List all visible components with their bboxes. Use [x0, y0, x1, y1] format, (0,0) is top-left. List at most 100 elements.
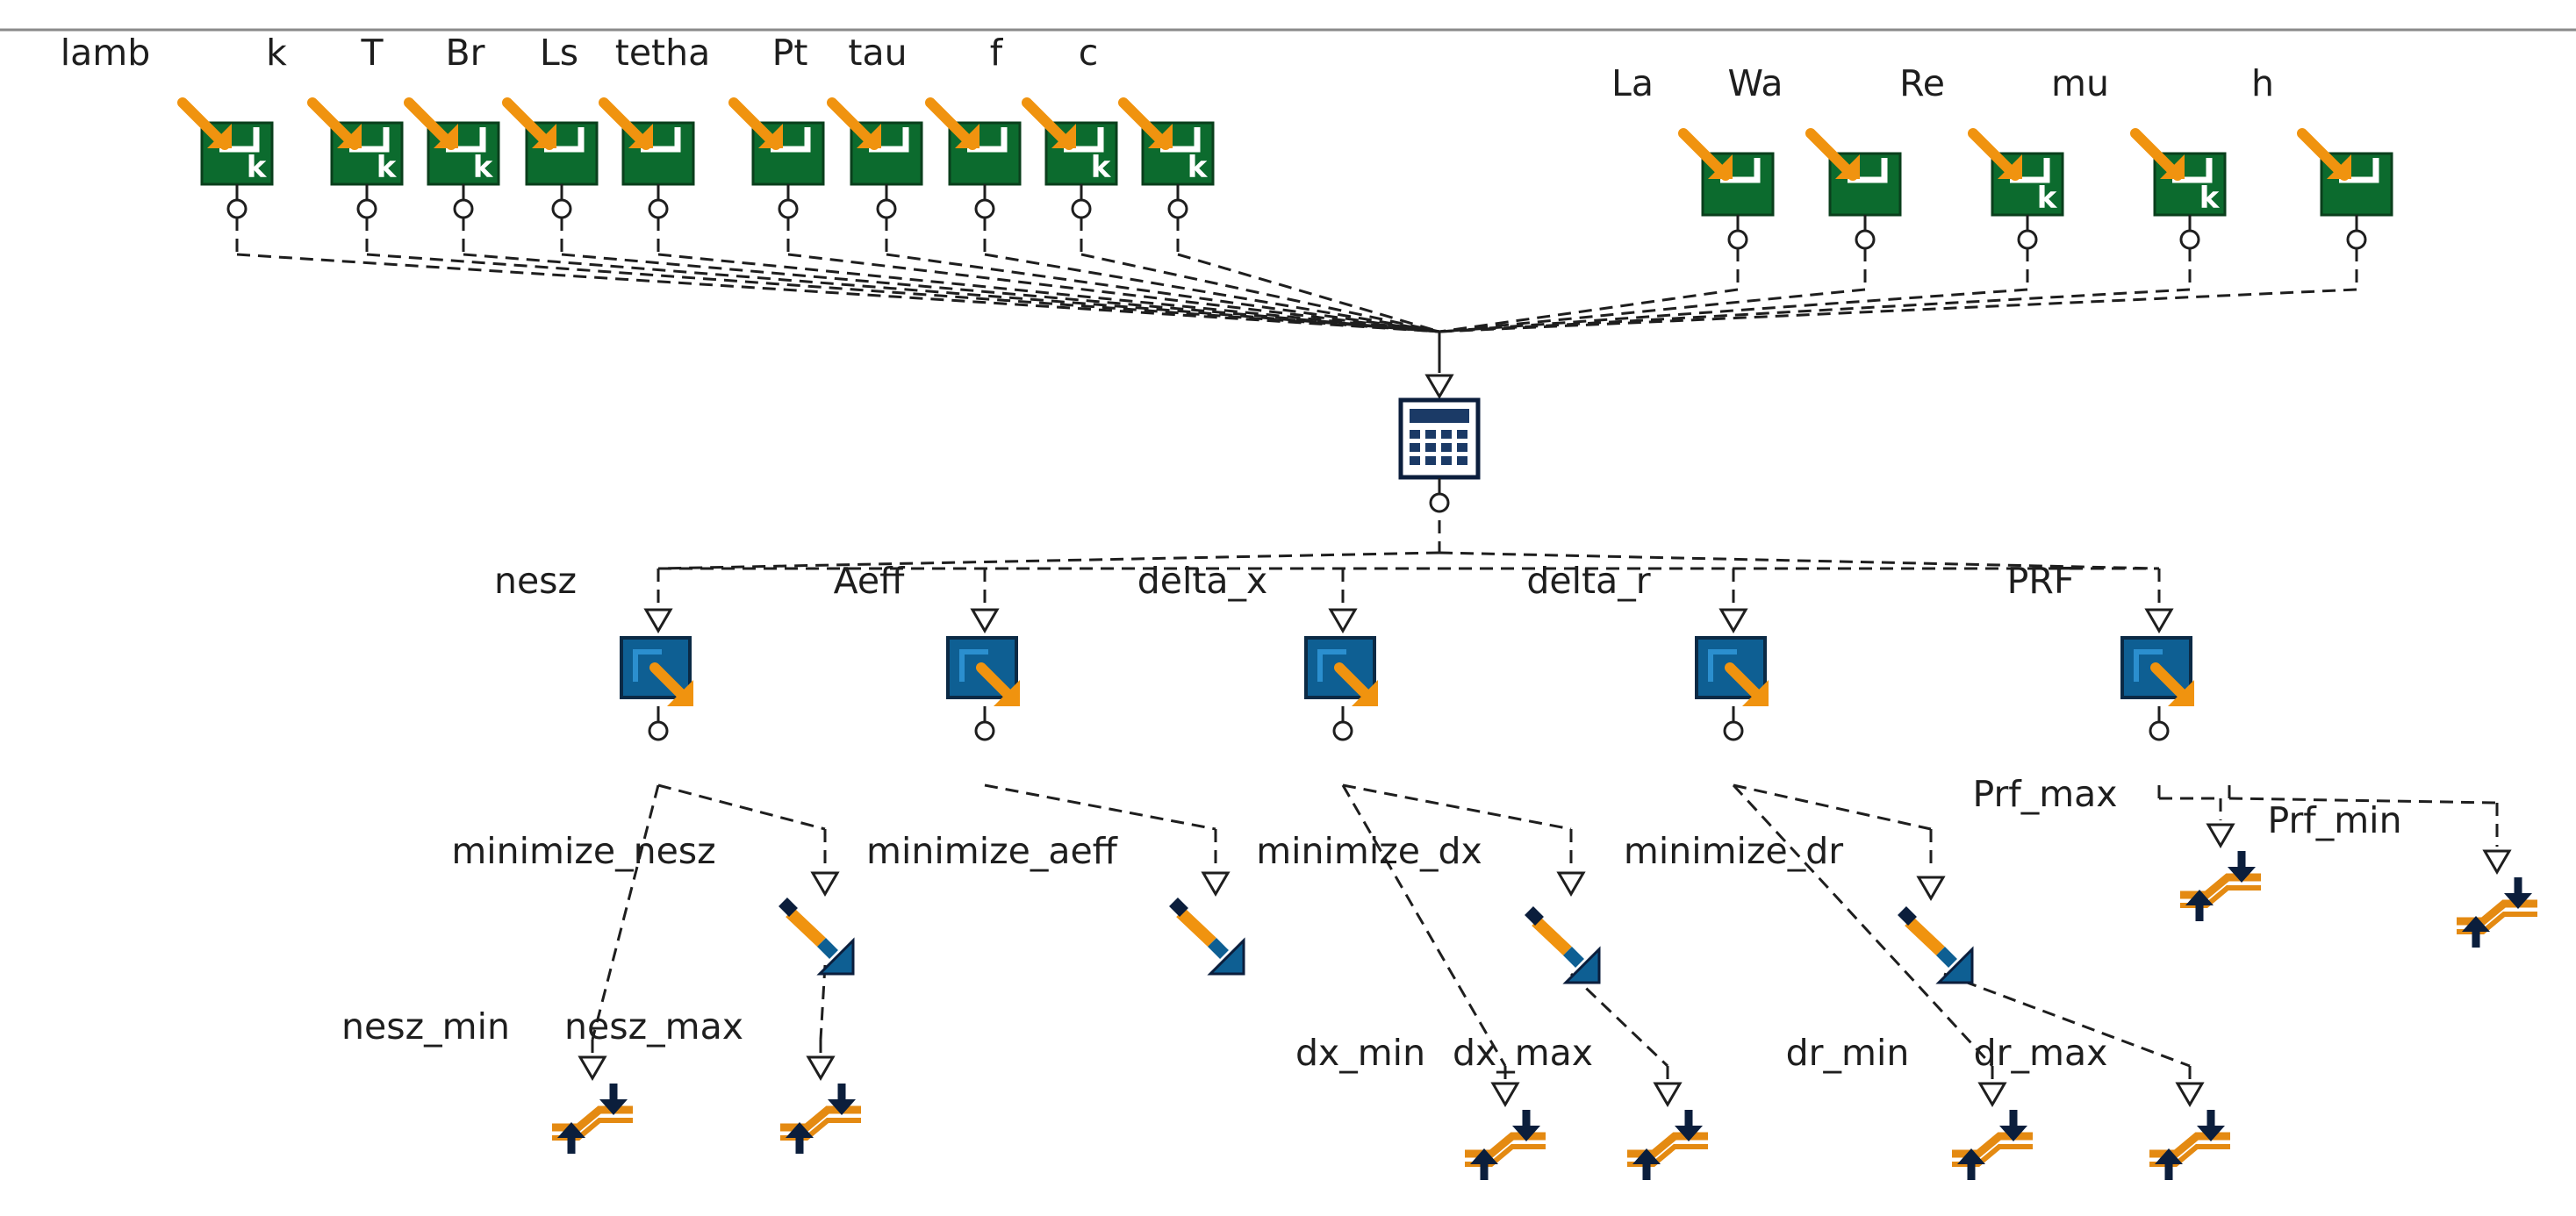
- calculator-key: [1425, 443, 1436, 452]
- input-node-c[interactable]: k: [1118, 97, 1215, 186]
- objective-node-minimize_dx[interactable]: [1525, 906, 1601, 984]
- calculator-icon[interactable]: [1398, 397, 1481, 480]
- output-port-icon: [648, 720, 669, 741]
- input-arrow-head: [955, 124, 979, 148]
- input-node-k[interactable]: k: [307, 97, 404, 186]
- input-port-icon: [1556, 871, 1586, 897]
- down-arrow-head: [2228, 867, 2256, 883]
- constant-k-glyph: k: [377, 150, 398, 185]
- input-label-k: k: [266, 32, 287, 74]
- calculator-key: [1410, 430, 1420, 439]
- constraint-label-nesz_min: nesz_min: [341, 1005, 510, 1048]
- input-arrow-head: [1998, 154, 2022, 179]
- output-arrow-head: [1352, 680, 1378, 706]
- input-node-Br[interactable]: [502, 97, 599, 186]
- parameter-corner: [1720, 158, 1761, 183]
- objective-node-minimize_aeff[interactable]: [1169, 898, 1245, 976]
- constant-k-glyph: k: [1188, 150, 1209, 185]
- constraint-node-Prf_max[interactable]: [2180, 851, 2261, 921]
- down-arrow-head: [2504, 893, 2532, 909]
- input-node-Wa[interactable]: [1805, 128, 1902, 217]
- constraint-node-Prf_min[interactable]: [2457, 877, 2537, 948]
- constraint-node-dr_max[interactable]: [2149, 1110, 2230, 1180]
- constraint-node-dx_min[interactable]: [1465, 1110, 1546, 1180]
- input-node-Pt[interactable]: [827, 97, 923, 186]
- down-arrow-head: [2197, 1126, 2225, 1141]
- input-arrow-head: [628, 124, 653, 148]
- down-arrow-head: [1999, 1126, 2027, 1141]
- constant-k-glyph: k: [1091, 150, 1112, 185]
- objective-arrow-shaft: [1563, 947, 1584, 968]
- input-label-Pt: Pt: [771, 32, 808, 74]
- objective-arrow-head: [1935, 946, 1974, 984]
- input-label-mu: mu: [2051, 62, 2109, 104]
- output-node-nesz[interactable]: [620, 636, 693, 706]
- constraint-node-dr_min[interactable]: [1952, 1110, 2033, 1180]
- dashed-connector: [1732, 783, 1994, 1068]
- parameter-corner: [446, 127, 486, 153]
- input-node-h[interactable]: [2297, 128, 2393, 217]
- dashed-connector: [819, 964, 827, 1041]
- up-arrow-head: [2462, 916, 2490, 932]
- parameter-corner: [967, 127, 1008, 153]
- input-node-T[interactable]: k: [404, 97, 500, 186]
- output-arrow-shaft: [1725, 662, 1763, 701]
- input-arrow-head: [1051, 124, 1076, 148]
- output-node-delta_x[interactable]: [1304, 636, 1378, 706]
- input-node-La[interactable]: [1678, 128, 1775, 217]
- objective-bar-cap: [1169, 898, 1188, 917]
- calculator-key: [1410, 443, 1420, 452]
- dashed-connector: [591, 784, 660, 1041]
- input-arrow-head: [207, 124, 232, 148]
- objective-label-minimize_nesz: minimize_nesz: [451, 830, 716, 872]
- output-node-delta_r[interactable]: [1695, 636, 1769, 706]
- calculator-display: [1410, 409, 1469, 423]
- parameter-corner: [869, 127, 909, 153]
- up-arrow-head: [786, 1122, 814, 1138]
- input-arrow-head: [1708, 154, 1733, 179]
- dashed-connector: [984, 783, 1216, 831]
- input-node-tau[interactable]: [925, 97, 1022, 186]
- response-corner: [1317, 649, 1346, 682]
- input-port-icon: [2206, 823, 2235, 848]
- objective-node-minimize_nesz[interactable]: [779, 898, 855, 976]
- objective-node-minimize_dr[interactable]: [1898, 906, 1974, 984]
- down-arrow-head: [828, 1099, 856, 1115]
- input-label-tau: tau: [848, 32, 908, 74]
- input-arrow-head: [337, 124, 362, 148]
- output-arrow-head: [1742, 680, 1769, 706]
- input-node-lamb[interactable]: k: [177, 97, 274, 186]
- up-arrow-head: [2185, 890, 2214, 905]
- constraint-node-dx_max[interactable]: [1627, 1110, 1708, 1180]
- input-port-icon: [2175, 1082, 2205, 1107]
- objective-label-minimize_dx: minimize_dx: [1256, 830, 1482, 872]
- input-arrow-head: [532, 124, 556, 148]
- output-node-PRF[interactable]: [2120, 636, 2194, 706]
- constant-k-glyph: k: [2037, 181, 2058, 216]
- input-node-mu[interactable]: k: [2130, 128, 2227, 217]
- input-node-tetha[interactable]: [728, 97, 825, 186]
- output-port-icon: [1727, 229, 1748, 250]
- constraint-node-nesz_min[interactable]: [552, 1084, 633, 1154]
- output-node-Aeff[interactable]: [946, 636, 1020, 706]
- input-port-icon: [1977, 1082, 2007, 1107]
- parameter-corner: [544, 127, 585, 153]
- input-node-f[interactable]: k: [1022, 97, 1118, 186]
- output-arrow-shaft: [2150, 662, 2189, 701]
- dashed-connector: [1439, 288, 1739, 333]
- input-port-icon: [2482, 849, 2512, 875]
- input-node-Re[interactable]: k: [1968, 128, 2064, 217]
- calculator-key: [1457, 430, 1467, 439]
- dashed-connector: [1733, 783, 1932, 831]
- dashed-connector: [1569, 972, 1669, 1068]
- input-node-Ls[interactable]: [599, 97, 695, 186]
- output-port-icon: [648, 198, 669, 219]
- constraint-node-nesz_max[interactable]: [780, 1084, 861, 1154]
- input-label-Ls: Ls: [539, 32, 579, 74]
- dashed-connector: [984, 253, 1440, 333]
- input-port-icon: [1328, 608, 1358, 633]
- input-label-tetha: tetha: [614, 32, 711, 74]
- input-port-icon: [578, 1055, 607, 1081]
- parameter-corner: [2172, 158, 2213, 183]
